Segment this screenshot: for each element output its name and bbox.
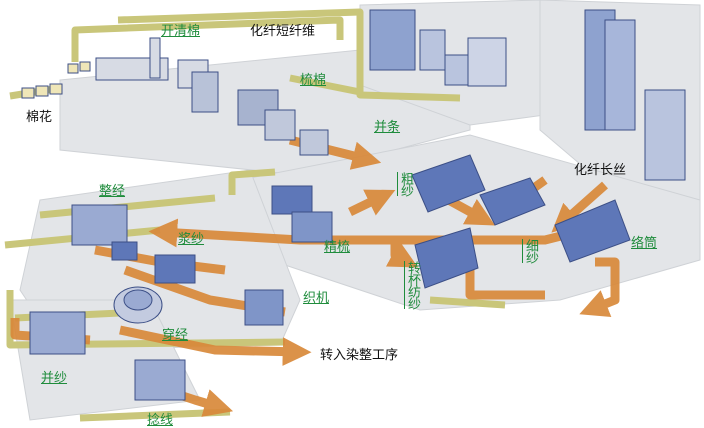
label-drawing: 并条	[374, 120, 401, 135]
arrow-filament-down	[551, 181, 608, 233]
label-chem-staple: 化纤短纤维	[250, 24, 316, 39]
twisting-machine	[134, 359, 186, 401]
label-carding: 梳棉	[300, 73, 327, 88]
track-spinning	[429, 296, 506, 309]
arrow-to-finishing	[119, 325, 312, 366]
spinning-frames	[414, 177, 631, 289]
label-spinning: 细纱	[523, 239, 538, 263]
label-rotor: 转杯纺纱	[405, 261, 420, 309]
label-drawing-in: 穿经	[162, 328, 189, 343]
label-cotton: 棉花	[26, 110, 53, 125]
label-roving: 粗纱	[398, 172, 413, 196]
loom	[244, 289, 284, 326]
arrow-spinning-winding	[465, 270, 545, 300]
label-warping: 整经	[99, 184, 126, 199]
label-doubling: 并纱	[41, 371, 68, 386]
sizing-machine	[154, 254, 196, 284]
label-twisting: 捻线	[147, 413, 174, 428]
track-opening	[71, 16, 344, 62]
combing-machines	[271, 185, 333, 243]
label-combing: 精梳	[324, 240, 351, 255]
track-combing	[228, 168, 276, 195]
circular-creel	[113, 286, 163, 324]
drawing-frames	[369, 9, 507, 87]
machines	[21, 9, 686, 401]
opening-line	[95, 37, 329, 156]
track-carding	[289, 74, 361, 96]
doubling-machine	[29, 311, 86, 355]
label-chem-filament: 化纤长丝	[574, 163, 627, 178]
label-opening: 开清棉	[161, 24, 201, 39]
arrow-combing-roving	[348, 189, 396, 217]
arrow-to-rotor	[385, 240, 419, 268]
track-staple	[117, 8, 461, 102]
label-winding: 络筒	[631, 236, 658, 251]
warping-creels	[71, 204, 138, 261]
filament-machines	[584, 9, 686, 181]
label-to-finishing: 转入染整工序	[320, 348, 399, 363]
label-weaving: 织机	[303, 291, 330, 306]
label-sizing: 浆纱	[178, 232, 205, 247]
roving-frame	[411, 154, 486, 213]
cotton-bales	[21, 61, 91, 99]
arrow-winding-out	[579, 257, 620, 317]
